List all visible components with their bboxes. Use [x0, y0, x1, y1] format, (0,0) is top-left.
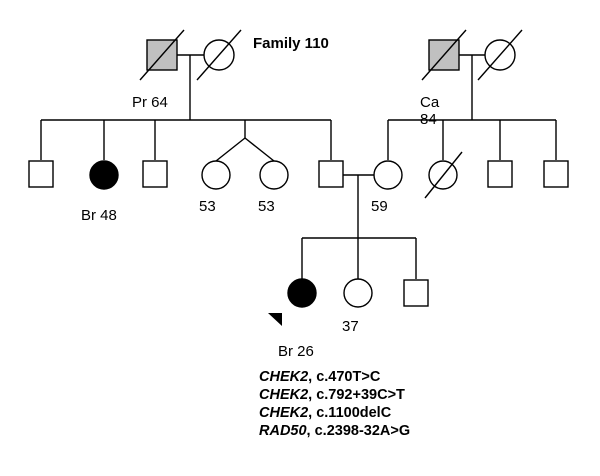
mutation-line: RAD50, c.2398-32A>G: [259, 423, 410, 439]
gen2-male-1: [28, 160, 54, 188]
deceased-slash: [139, 29, 185, 81]
gen2-male-4: [543, 160, 569, 188]
mutation-line: CHEK2, c.470T>C: [259, 369, 381, 385]
deceased-slash: [421, 29, 467, 81]
proband-label: Br 26: [278, 343, 314, 360]
grandparents-right: Ca 84: [420, 29, 523, 128]
mutation-line: CHEK2, c.792+39C>T: [259, 387, 405, 403]
gen2-male-3: [487, 160, 513, 188]
deceased-slash: [424, 151, 463, 199]
mutation-list: CHEK2, c.470T>C CHEK2, c.792+39C>T CHEK2…: [259, 369, 410, 439]
gen3-male: [403, 279, 429, 307]
proband-arrow-icon: [268, 313, 282, 326]
proband-female-affected: [287, 278, 317, 308]
right-grandparent-label-1: Ca: [420, 94, 440, 111]
family-title: Family 110: [253, 35, 329, 52]
grandparents-left: Pr 64: [132, 29, 242, 120]
twin-line: [244, 137, 275, 162]
gen3-female: [343, 278, 373, 308]
gen2-mother: [373, 160, 403, 190]
gen2-female-affected: [89, 160, 119, 190]
deceased-slash: [477, 29, 523, 81]
gen2-father: [318, 160, 344, 188]
gen2-twin-female-2: [259, 160, 289, 190]
mutation-line: CHEK2, c.1100delC: [259, 405, 392, 421]
gen2-male-2: [142, 160, 168, 188]
gen2-label: Br 48: [81, 207, 117, 224]
gen2-label: 53: [258, 198, 275, 215]
twin-line: [215, 137, 246, 162]
gen2-label: 53: [199, 198, 216, 215]
gen2-label: 59: [371, 198, 388, 215]
gen2-twin-female-1: [201, 160, 231, 190]
left-grandfather: [146, 39, 178, 71]
left-grandparent-label: Pr 64: [132, 94, 168, 111]
gen3-label: 37: [342, 318, 359, 335]
deceased-slash: [196, 29, 242, 81]
